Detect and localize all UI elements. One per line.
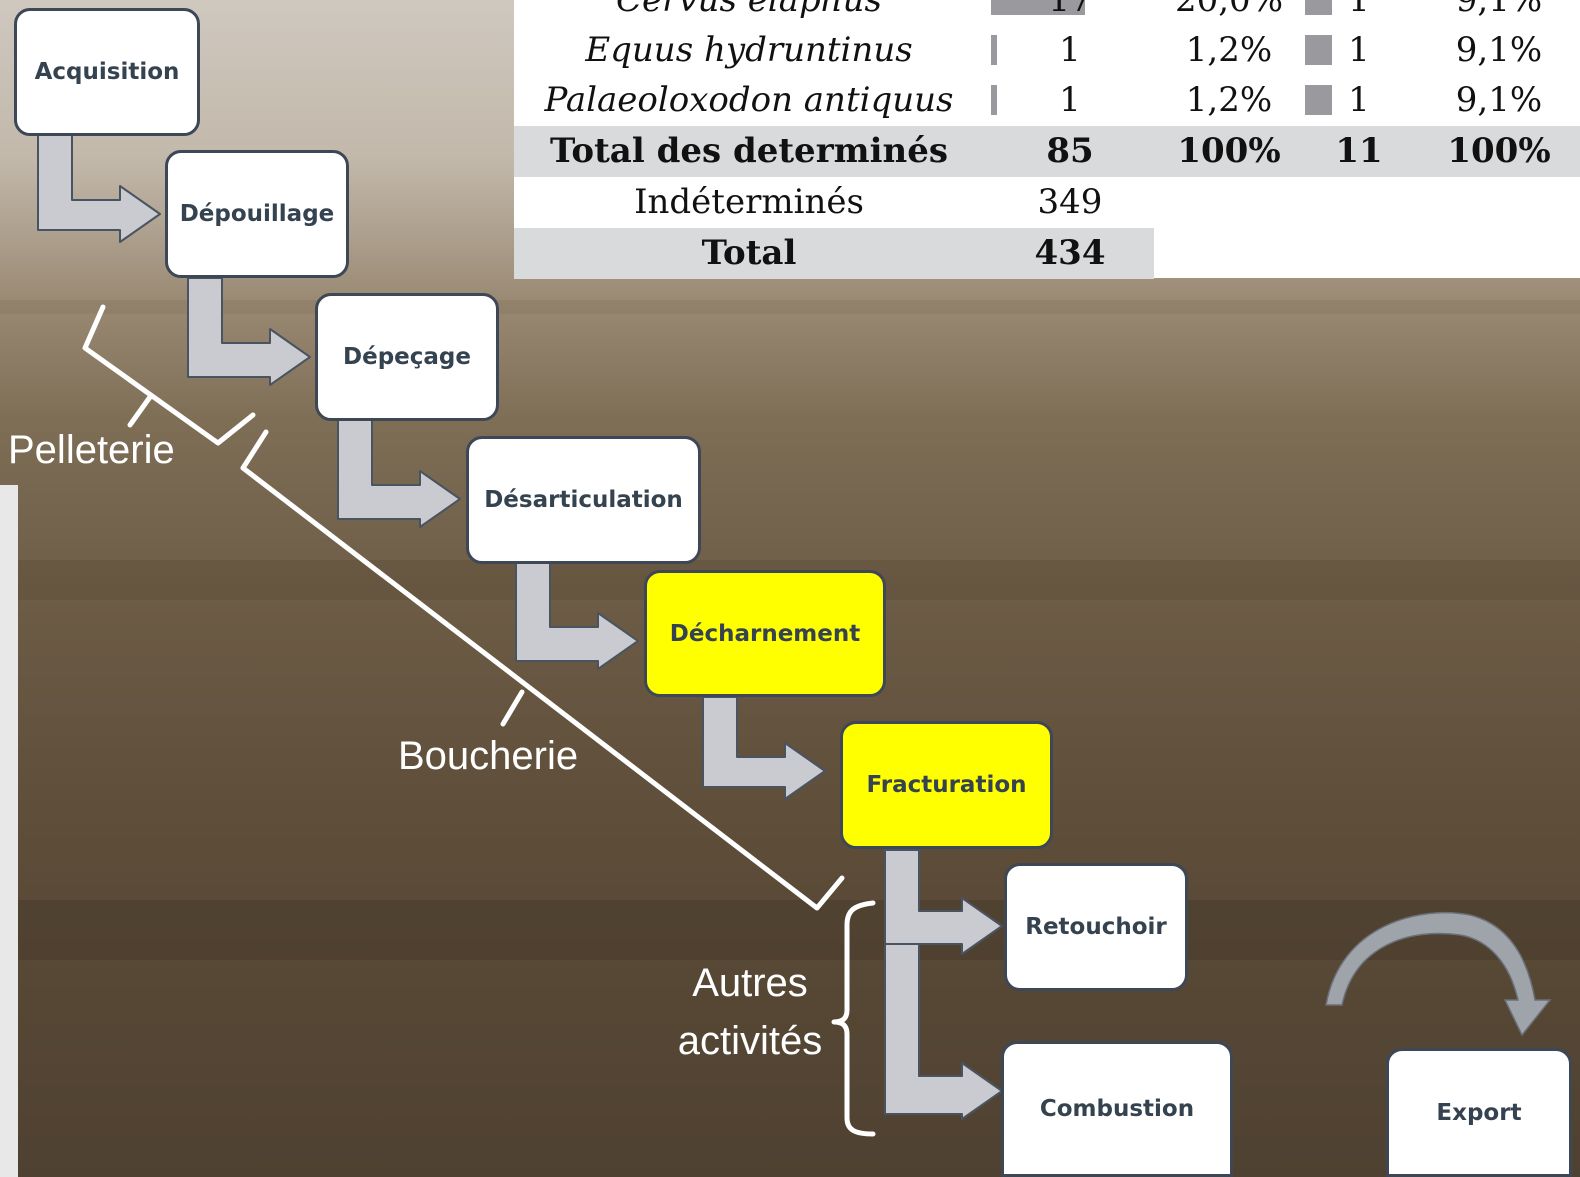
nmi-cell: 1 (1348, 0, 1370, 20)
depouillage-box[interactable]: Dépouillage (165, 150, 349, 278)
table-row-indetermines: Indéterminés 349 (514, 177, 1580, 228)
nmi-cell: 1 (1348, 80, 1370, 120)
step-arrow (884, 849, 1003, 955)
step-arrow (884, 943, 1003, 1120)
boucherie-bracket (240, 429, 845, 911)
nr-cell: 17 (1048, 0, 1092, 20)
nmi-bar (1305, 35, 1333, 65)
taxon-cell: Palaeoloxodon antiquus (544, 80, 954, 120)
table-row: Equus hydruntinus 1 1,2% 1 9,1% (514, 25, 1580, 76)
total-det-pnmi: 100% (1447, 131, 1551, 171)
retouchoir-box[interactable]: Retouchoir (1004, 863, 1188, 991)
autres-label-line1: Autres (692, 961, 808, 1005)
pelleterie-label: Pelleterie (8, 428, 175, 472)
pnmi-cell: 9,1% (1455, 30, 1543, 70)
data-table: Cervus elaphus 17 20,0% 1 9,1% Equus hyd… (514, 0, 1580, 279)
step-arrow (187, 277, 311, 386)
combustion-box[interactable]: Combustion (1001, 1041, 1233, 1177)
nr-bar (991, 35, 997, 65)
table-row-total: Total 434 (514, 228, 1580, 279)
curved-arrow-icon (1325, 911, 1552, 1037)
acquisition-box[interactable]: Acquisition (14, 8, 200, 136)
fracturation-box[interactable]: Fracturation (840, 721, 1053, 849)
pnmi-cell: 9,1% (1455, 80, 1543, 120)
total-row-shade (514, 228, 1154, 279)
pnr-cell: 1,2% (1185, 30, 1273, 70)
depecage-box[interactable]: Dépeçage (315, 293, 499, 421)
step-arrow (337, 419, 461, 528)
left-panel-edge (0, 485, 18, 1177)
table-row-total-determines: Total des determinés 85 100% 11 100% (514, 126, 1580, 177)
total-det-nmi: 11 (1335, 131, 1383, 171)
total-det-nr: 85 (1046, 131, 1094, 171)
boucherie-label: Boucherie (398, 734, 579, 778)
nmi-bar (1305, 85, 1333, 115)
taxon-cell: Cervus elaphus (615, 0, 883, 20)
pelleterie-bracket-tip (127, 394, 153, 428)
pnmi-cell: 9,1% (1455, 0, 1543, 20)
indet-label: Indéterminés (634, 182, 864, 222)
autres-label-line2: activités (677, 1019, 823, 1063)
step-arrow (37, 134, 161, 243)
desarticulation-box[interactable]: Désarticulation (466, 436, 701, 564)
step-arrow (702, 696, 826, 800)
nr-bar (991, 85, 997, 115)
decharnement-box[interactable]: Décharnement (644, 570, 886, 697)
total-nr: 434 (1034, 233, 1106, 273)
nr-cell: 1 (1059, 30, 1081, 70)
landscape-band (0, 900, 1580, 960)
boucherie-bracket-tip (500, 689, 525, 727)
indet-nr: 349 (1037, 182, 1103, 222)
taxon-cell: Equus hydruntinus (585, 30, 913, 70)
autres-bracket (831, 900, 876, 1137)
export-box[interactable]: Export (1386, 1048, 1572, 1177)
nr-cell: 1 (1059, 80, 1081, 120)
total-det-pnr: 100% (1177, 131, 1281, 171)
total-label: Total (701, 233, 797, 273)
step-arrow (515, 562, 639, 670)
pnr-cell: 1,2% (1185, 80, 1273, 120)
table-row: Palaeoloxodon antiquus 1 1,2% 1 9,1% (514, 75, 1580, 126)
total-det-label: Total des determinés (550, 131, 948, 171)
nmi-cell: 1 (1348, 30, 1370, 70)
nmi-bar (1305, 0, 1333, 15)
pnr-cell: 20,0% (1174, 0, 1283, 20)
table-row: Cervus elaphus 17 20,0% 1 9,1% (514, 0, 1580, 26)
nr-bar (991, 0, 1085, 15)
